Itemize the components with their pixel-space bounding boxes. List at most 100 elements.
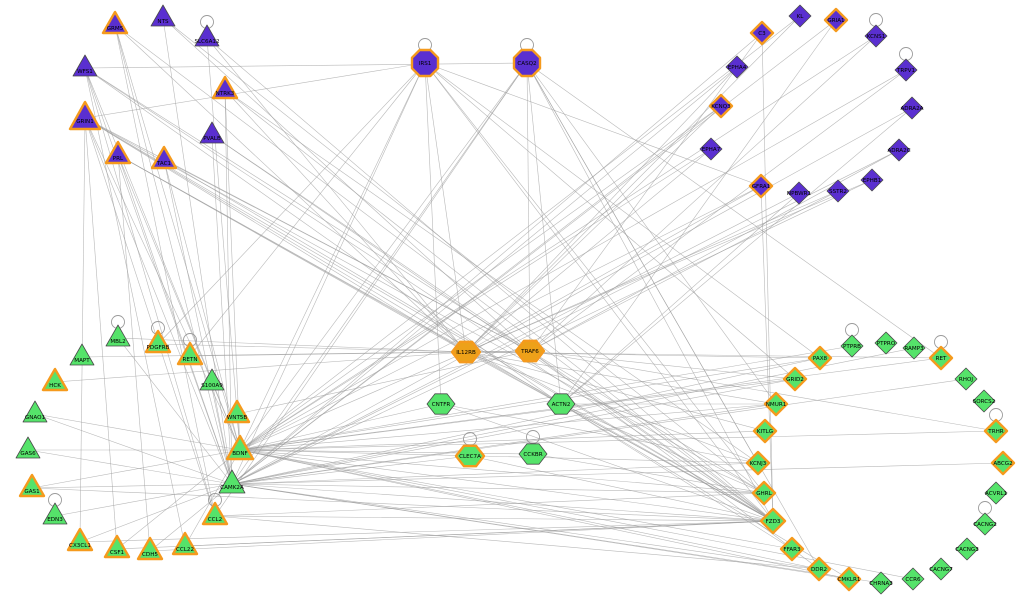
node-adra2a[interactable]: ADRA2A bbox=[900, 96, 924, 120]
triangle-shape bbox=[101, 10, 129, 35]
node-casq2[interactable]: CASQ2 bbox=[512, 48, 542, 78]
triangle-shape bbox=[176, 341, 204, 366]
node-ephb1[interactable]: EPHB1 bbox=[860, 168, 884, 192]
node-nts[interactable]: NTS bbox=[150, 4, 176, 27]
triangle-shape bbox=[150, 4, 176, 27]
node-bdnf[interactable]: BDNF bbox=[225, 434, 255, 461]
edge-G10-R14 bbox=[239, 449, 765, 494]
node-gas1[interactable]: GAS1 bbox=[18, 473, 46, 498]
edge-H1-R10 bbox=[465, 351, 766, 432]
node-mbl2[interactable]: MBL2 bbox=[105, 324, 131, 347]
node-il12rb[interactable]: IL12RB bbox=[450, 340, 482, 364]
node-grin1[interactable]: GRIN1 bbox=[68, 100, 102, 131]
edge-A3-R16 bbox=[206, 37, 774, 522]
edge-A8-G10 bbox=[117, 154, 241, 451]
node-tac1[interactable]: TAC1 bbox=[150, 145, 178, 170]
node-cacng3[interactable]: CACNG3 bbox=[955, 537, 979, 561]
edge-G10-R12 bbox=[239, 449, 759, 464]
node-camk2a[interactable]: CAMK2A bbox=[218, 469, 246, 494]
edge-A7-H2 bbox=[211, 134, 531, 352]
node-sstr2[interactable]: SSTR2 bbox=[826, 179, 850, 203]
diamond-shape bbox=[807, 345, 833, 371]
node-ddr2[interactable]: DDR2 bbox=[806, 556, 832, 582]
diamond-shape bbox=[990, 450, 1016, 476]
edge-A2-R14 bbox=[162, 17, 765, 494]
node-irs1[interactable]: IRS1 bbox=[410, 48, 440, 78]
node-pdgfrb[interactable]: PDGFRB bbox=[144, 329, 172, 354]
edge-H2-R6 bbox=[529, 350, 796, 380]
node-gas6[interactable]: GAS6 bbox=[15, 436, 41, 459]
node-ptpro[interactable]: PTPRO bbox=[874, 331, 898, 355]
edge-D1-R16 bbox=[761, 32, 774, 522]
node-clec7a[interactable]: CLEC7A bbox=[454, 444, 486, 468]
node-cacng2[interactable]: CACNG2 bbox=[973, 512, 997, 536]
node-ret[interactable]: RET bbox=[928, 345, 954, 371]
node-csf1[interactable]: CSF1 bbox=[103, 534, 131, 559]
node-edn3[interactable]: EDN3 bbox=[42, 502, 68, 525]
edge-G12-G15 bbox=[79, 483, 233, 543]
diamond-shape bbox=[928, 345, 954, 371]
triangle-shape bbox=[104, 140, 132, 165]
edge-D1-H2 bbox=[529, 32, 763, 352]
node-grm5[interactable]: GRM5 bbox=[101, 10, 129, 35]
node-wfs1[interactable]: WFS1 bbox=[72, 54, 98, 77]
node-gfra1[interactable]: GFRA1 bbox=[748, 173, 774, 199]
edge-H2-R11 bbox=[529, 350, 997, 432]
node-mapt[interactable]: MAPT bbox=[69, 343, 95, 366]
node-pvalb[interactable]: PVALB bbox=[199, 121, 225, 144]
edge-O1-G2 bbox=[157, 62, 426, 345]
edge-O1-G4 bbox=[189, 62, 426, 357]
edge-A4-G14 bbox=[84, 67, 216, 517]
edge-G12-R4 bbox=[231, 357, 821, 485]
edge-D9-G10 bbox=[239, 148, 712, 451]
node-ccl2[interactable]: CCL2 bbox=[201, 501, 229, 526]
node-cntfr[interactable]: CNTFR bbox=[426, 393, 456, 415]
node-ccr6[interactable]: CCR6 bbox=[901, 567, 925, 591]
edge-G18-R16 bbox=[184, 520, 774, 547]
edge-G10-R24 bbox=[239, 449, 914, 580]
edge-G12-G17 bbox=[149, 483, 233, 552]
triangle-shape bbox=[171, 531, 199, 556]
node-adra2c[interactable]: ADRA2C bbox=[887, 138, 911, 162]
node-cckbr[interactable]: CCKBR bbox=[518, 443, 548, 465]
node-abcg2[interactable]: ABCG2 bbox=[990, 450, 1016, 476]
edge-D13-H2 bbox=[529, 190, 839, 352]
node-kcns1[interactable]: KCNS1 bbox=[864, 24, 888, 48]
node-gnao1[interactable]: GNAO1 bbox=[22, 400, 48, 423]
triangle-shape bbox=[194, 24, 220, 47]
edge-D7-H1 bbox=[465, 105, 722, 353]
node-ntrk3[interactable]: NTRK3 bbox=[211, 75, 239, 100]
node-traf6[interactable]: TRAF6 bbox=[514, 339, 546, 363]
node-kcnj3[interactable]: KCNJ3 bbox=[745, 450, 771, 476]
node-ramp3[interactable]: RAMP3 bbox=[902, 336, 926, 360]
node-epha7[interactable]: EPHA7 bbox=[699, 137, 723, 161]
node-kitlg[interactable]: KITLG bbox=[752, 418, 778, 444]
node-hck[interactable]: HCK bbox=[41, 367, 69, 392]
edge-layer bbox=[27, 15, 1004, 584]
node-cacng7[interactable]: CACNG7 bbox=[929, 557, 953, 581]
diamond-shape bbox=[887, 138, 911, 162]
node-slc6a12[interactable]: SLC6A12 bbox=[194, 24, 220, 47]
edge-G12-R8 bbox=[231, 403, 777, 485]
node-cmklr1[interactable]: CMKLR1 bbox=[836, 566, 862, 592]
node-chrna3[interactable]: CHRNA3 bbox=[869, 571, 893, 595]
edge-O1-G10 bbox=[239, 62, 426, 451]
triangle-shape bbox=[41, 367, 69, 392]
node-trpv1[interactable]: TRPV1 bbox=[894, 58, 918, 82]
node-trhr[interactable]: TRHR bbox=[983, 418, 1009, 444]
node-grid2[interactable]: GRID2 bbox=[782, 366, 808, 392]
self-loop-cacng2 bbox=[978, 501, 992, 515]
node-ptprb[interactable]: PTPRB bbox=[840, 334, 864, 358]
node-cx3cl1[interactable]: CX3CL1 bbox=[66, 527, 94, 552]
node-acvrl1[interactable]: ACVRL1 bbox=[984, 481, 1007, 505]
triangle-shape bbox=[136, 536, 164, 561]
node-fzd3[interactable]: FZD3 bbox=[759, 507, 787, 535]
node-gria1[interactable]: GRIA1 bbox=[823, 7, 849, 33]
node-sorcs2[interactable]: SORCS2 bbox=[972, 389, 996, 413]
node-rhoj[interactable]: RHOJ bbox=[954, 367, 978, 391]
node-ffar3[interactable]: FFAR3 bbox=[779, 536, 805, 562]
node-c3[interactable]: C3 bbox=[749, 20, 775, 46]
node-cdh5[interactable]: CDH5 bbox=[136, 536, 164, 561]
node-ccl22[interactable]: CCL22 bbox=[171, 531, 199, 556]
diamond-shape bbox=[954, 367, 978, 391]
